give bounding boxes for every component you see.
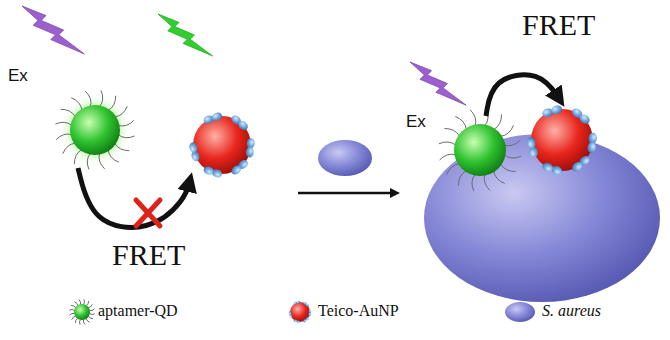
blocked-cross bbox=[136, 200, 160, 226]
aptamer-strand bbox=[89, 313, 94, 315]
panel-label: FRET bbox=[112, 238, 185, 273]
teicoplanin bbox=[308, 313, 311, 317]
teicoplanin bbox=[245, 147, 254, 158]
teicoplanin bbox=[550, 104, 563, 116]
aptamer-strand bbox=[115, 143, 130, 150]
aptamer-strand bbox=[74, 302, 77, 306]
teicoplanin bbox=[587, 142, 596, 154]
teicoplanin bbox=[293, 319, 297, 323]
aptamer-strand bbox=[470, 110, 476, 126]
gold-nanoparticle bbox=[290, 302, 310, 322]
aptamer-strand bbox=[70, 313, 75, 315]
aptamer-strand bbox=[472, 174, 475, 191]
fret-arrow bbox=[486, 75, 560, 116]
reaction-arrow bbox=[298, 192, 396, 195]
teicoplanin bbox=[303, 318, 307, 322]
aptamer-strand bbox=[88, 304, 92, 307]
panel-label: Ex bbox=[406, 112, 426, 132]
aptamer-strand bbox=[447, 164, 460, 175]
aptamer-strand bbox=[83, 319, 85, 324]
aptamer-strand bbox=[63, 143, 75, 154]
teico-aunp bbox=[526, 104, 597, 176]
aptamer-strand bbox=[115, 106, 127, 117]
aptamer-strand bbox=[72, 316, 76, 319]
aptamer-strand bbox=[504, 140, 520, 146]
teicoplanin bbox=[230, 164, 243, 177]
aptamer-strand bbox=[484, 174, 490, 190]
aptamer-strand bbox=[85, 91, 91, 107]
teicoplanin bbox=[305, 303, 309, 307]
aptamer-strand bbox=[494, 114, 502, 129]
gold-nanoparticle bbox=[531, 109, 593, 171]
quantum-dot bbox=[70, 105, 120, 155]
aptamer-strand bbox=[108, 150, 119, 162]
excitation-bolt bbox=[22, 6, 84, 54]
aptamer-strand bbox=[79, 319, 81, 324]
aptamer-strand bbox=[86, 301, 88, 306]
gold-nanoparticle bbox=[193, 116, 251, 174]
aptamer-qd bbox=[55, 90, 134, 169]
teicoplanin bbox=[570, 160, 584, 173]
aptamer-strand bbox=[100, 90, 103, 106]
panel-label: FRET bbox=[522, 8, 595, 43]
teicoplanin bbox=[211, 111, 223, 122]
aptamer-strand bbox=[444, 129, 459, 137]
aptamer-strand bbox=[440, 154, 456, 160]
aptamer-strand bbox=[459, 170, 467, 185]
aptamer-strand bbox=[86, 318, 89, 322]
panel-label: Ex bbox=[8, 66, 28, 86]
aptamer-strand bbox=[55, 122, 71, 125]
s-aureus-cell bbox=[318, 140, 372, 176]
aptamer-strand bbox=[61, 109, 76, 116]
teicoplanin bbox=[578, 112, 592, 125]
aptamer-strand bbox=[75, 318, 77, 323]
teicoplanin bbox=[188, 142, 198, 154]
aptamer-strand bbox=[74, 150, 81, 165]
aptamer-strand bbox=[494, 171, 505, 184]
quantum-dot bbox=[454, 124, 506, 176]
s-aureus-cell bbox=[505, 302, 535, 322]
aptamer-strand bbox=[79, 300, 81, 305]
aptamer-strand bbox=[455, 117, 466, 130]
teicoplanin bbox=[288, 311, 291, 315]
teicoplanin bbox=[296, 300, 300, 304]
aptamer-strand bbox=[500, 164, 515, 172]
fret-arrow-blocked bbox=[78, 168, 190, 227]
aptamer-strand bbox=[108, 96, 115, 111]
aptamer-qd bbox=[69, 299, 94, 324]
aptamer-strand bbox=[83, 299, 85, 304]
teico-aunp bbox=[188, 111, 255, 178]
teicoplanin bbox=[541, 161, 554, 173]
aptamer-strand bbox=[71, 98, 82, 110]
legend-text: S. aureus bbox=[542, 302, 601, 320]
aptamer-strand bbox=[69, 309, 74, 311]
teico-aunp bbox=[288, 300, 311, 323]
aptamer-strand bbox=[118, 120, 134, 126]
aptamer-strand bbox=[99, 153, 105, 169]
aptamer-qd bbox=[439, 109, 521, 191]
aptamer-strand bbox=[89, 309, 94, 311]
aptamer-strand bbox=[56, 134, 72, 140]
aptamer-strand bbox=[118, 135, 134, 138]
aptamer-strand bbox=[504, 155, 521, 158]
aptamer-strand bbox=[439, 142, 456, 145]
legend-text: Teico-AuNP bbox=[318, 302, 399, 320]
qd-glow bbox=[59, 94, 132, 167]
emission-bolt bbox=[158, 14, 213, 56]
teicoplanin bbox=[202, 165, 214, 176]
aptamer-strand bbox=[71, 305, 76, 307]
aptamer-strand bbox=[501, 125, 514, 136]
aptamer-strand bbox=[87, 153, 90, 169]
quantum-dot bbox=[74, 304, 90, 320]
teicoplanin bbox=[237, 119, 250, 132]
teicoplanin bbox=[526, 136, 537, 149]
legend-text: aptamer-QD bbox=[98, 302, 178, 320]
aptamer-strand bbox=[88, 316, 93, 318]
excitation-bolt bbox=[410, 62, 466, 105]
